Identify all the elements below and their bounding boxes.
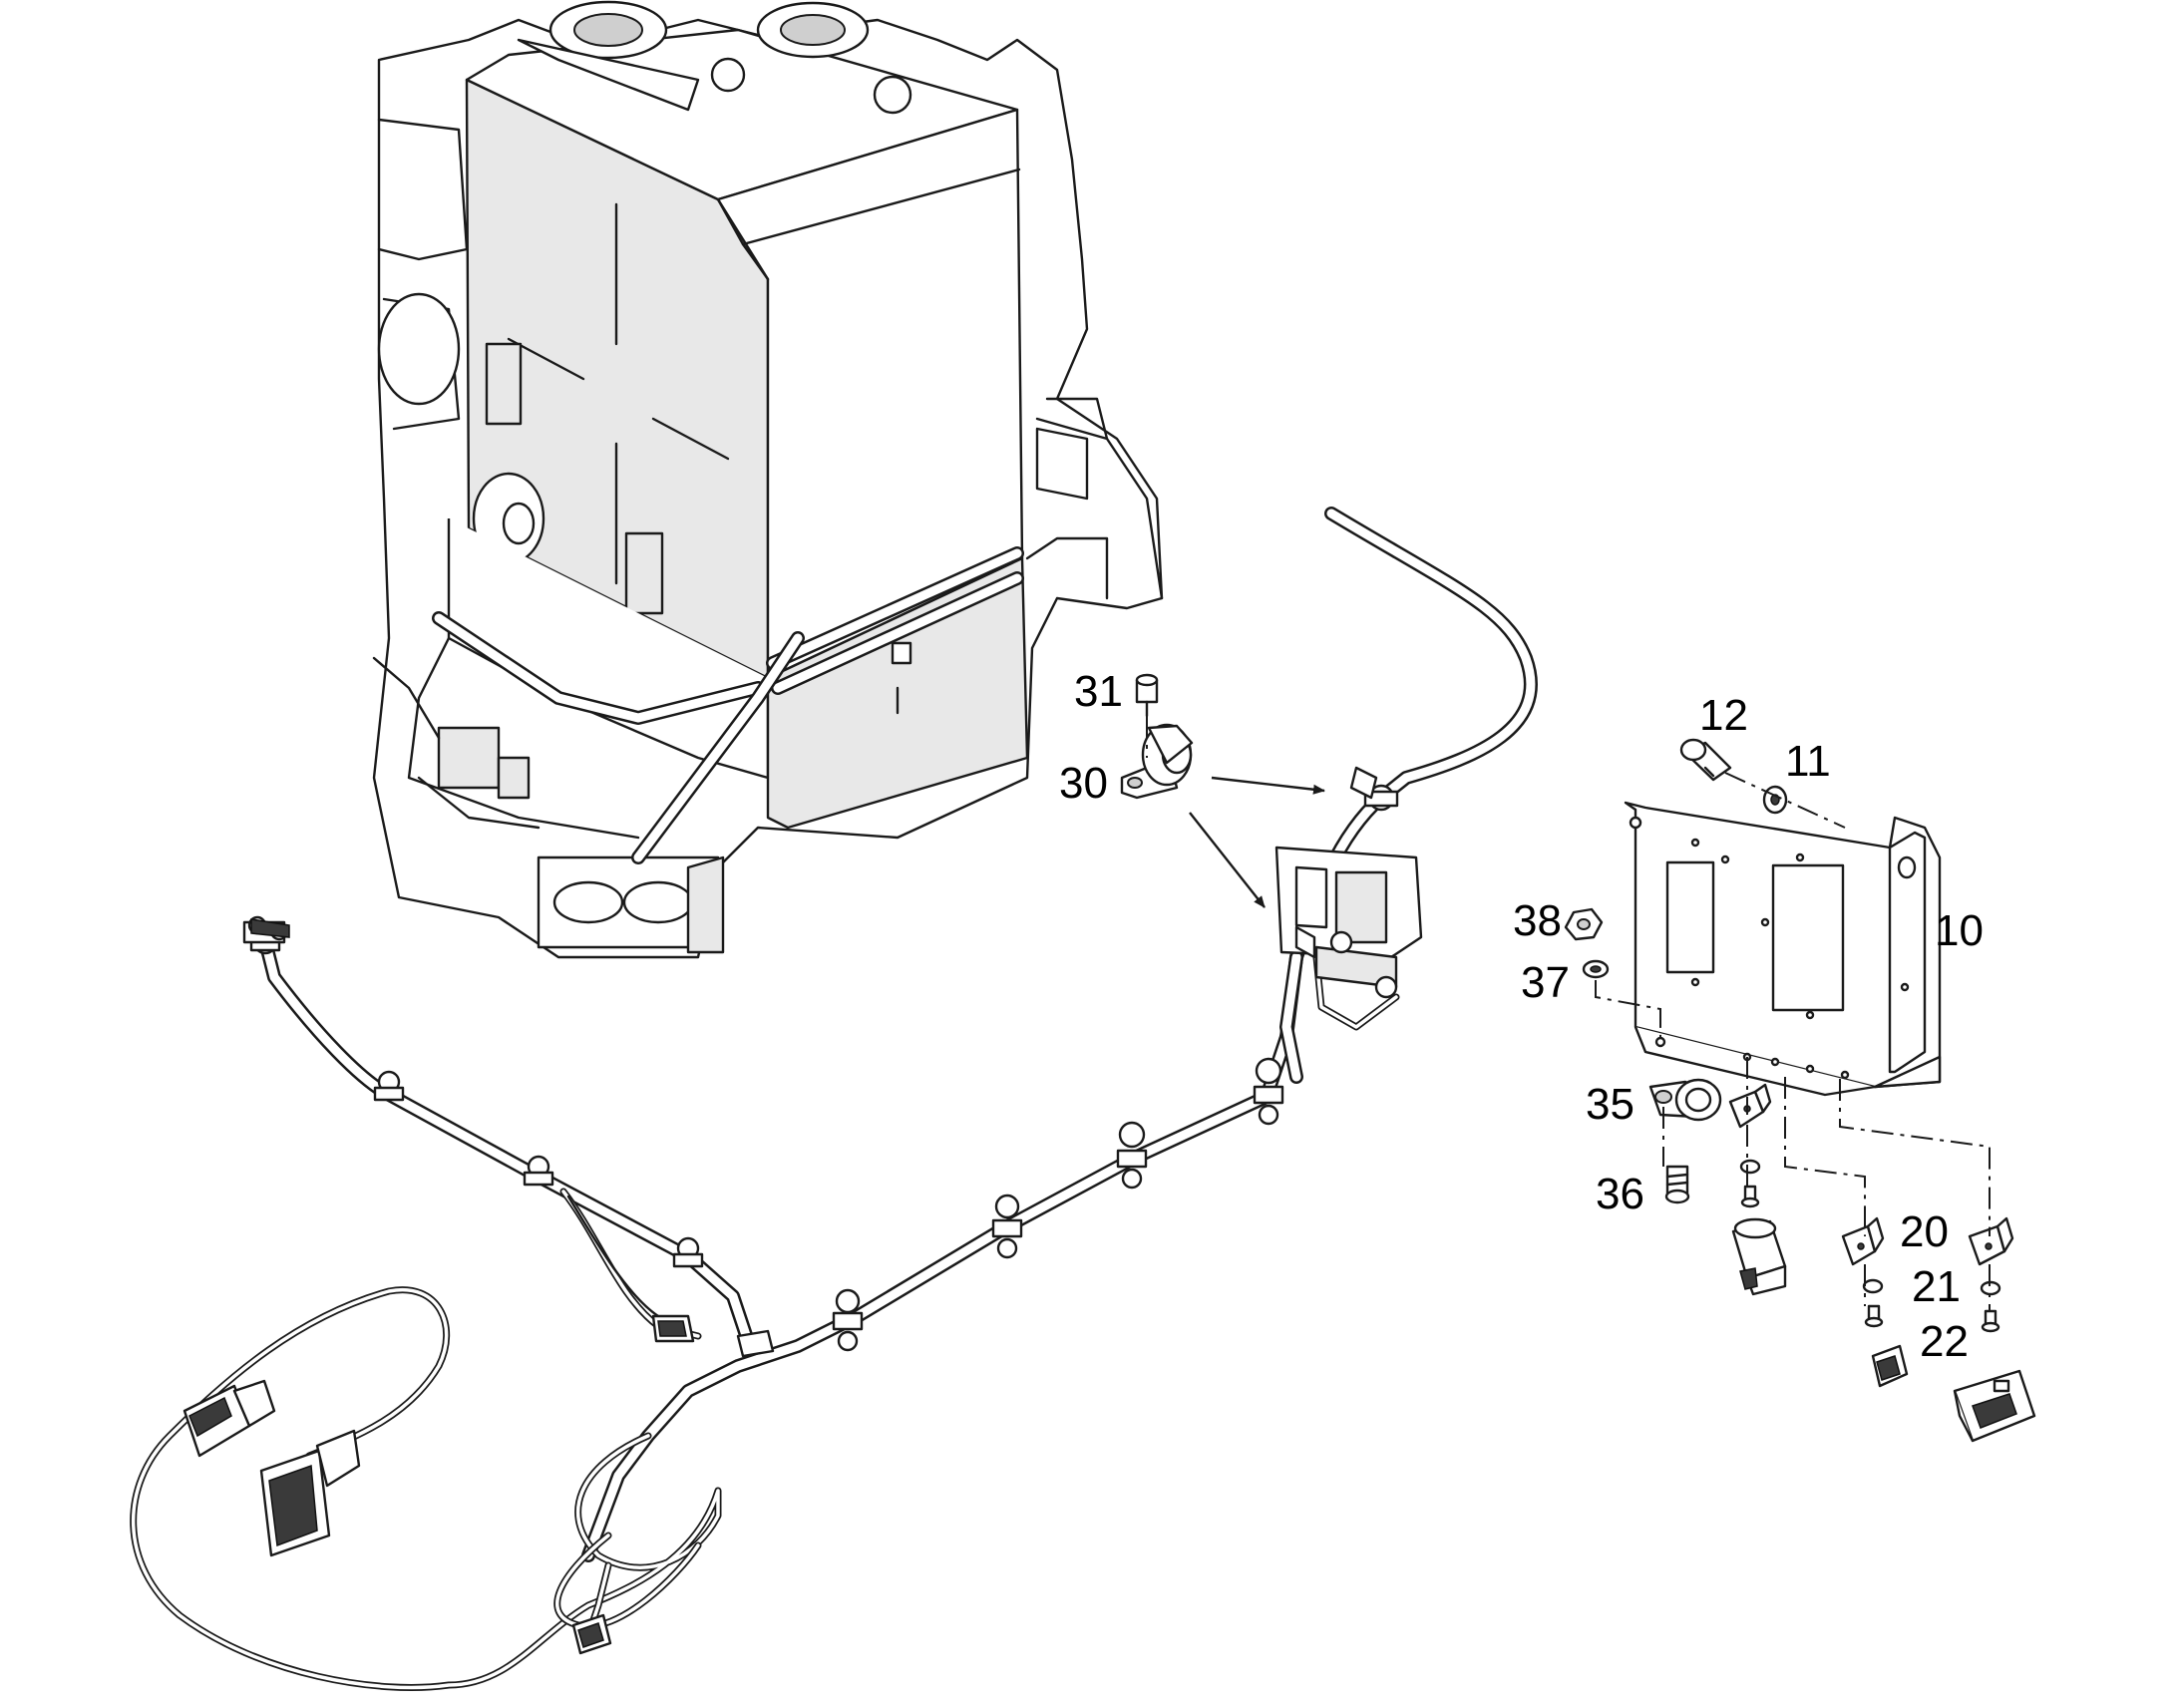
part-38-nut <box>1564 907 1604 941</box>
part-31-screw <box>1135 673 1159 718</box>
part-20-clip-b <box>1841 1216 1885 1266</box>
direction-arrows <box>1189 776 1325 908</box>
label-37: 37 <box>1521 958 1570 1007</box>
label-11: 11 <box>1785 737 1831 786</box>
small-connector <box>1871 1344 1909 1388</box>
diagnostic-connectors <box>182 1314 775 1655</box>
part-22-screw-c <box>1981 1309 2000 1333</box>
part-20-clip-a <box>1728 1083 1772 1129</box>
label-38: 38 <box>1513 896 1562 945</box>
mounted-bracket-assembly <box>1274 766 1423 999</box>
large-connector <box>1953 1369 2036 1443</box>
part-21-washer-b <box>1862 1278 1884 1294</box>
part-20-clip-c <box>1968 1216 2014 1266</box>
label-30: 30 <box>1059 759 1108 808</box>
label-10: 10 <box>1935 906 1984 955</box>
label-20: 20 <box>1900 1207 1949 1256</box>
part-21-washer-a <box>1739 1159 1761 1175</box>
assembly-lines <box>1146 716 1991 1311</box>
terminal-end <box>242 915 290 944</box>
part-37-washer <box>1582 959 1610 979</box>
part-30-clamp <box>1120 723 1194 800</box>
part-10-bracket-plate <box>1624 801 1942 1097</box>
part-number-labels: 31 30 12 11 10 38 37 35 36 20 21 22 <box>1059 667 1984 1366</box>
part-22-screw-b <box>1864 1304 1884 1328</box>
relay-connector <box>1731 1217 1787 1296</box>
machine-body <box>372 0 1164 959</box>
label-21: 21 <box>1912 1262 1961 1311</box>
part-35-clamp <box>1648 1078 1722 1122</box>
label-22: 22 <box>1920 1317 1969 1366</box>
label-12: 12 <box>1699 691 1748 740</box>
label-35: 35 <box>1586 1080 1635 1129</box>
part-36-screw <box>1664 1165 1690 1204</box>
part-22-screw-a <box>1740 1185 1760 1208</box>
label-36: 36 <box>1596 1170 1644 1218</box>
label-31: 31 <box>1074 667 1123 716</box>
part-11-washer <box>1762 785 1788 815</box>
part-12-screw <box>1679 738 1732 782</box>
